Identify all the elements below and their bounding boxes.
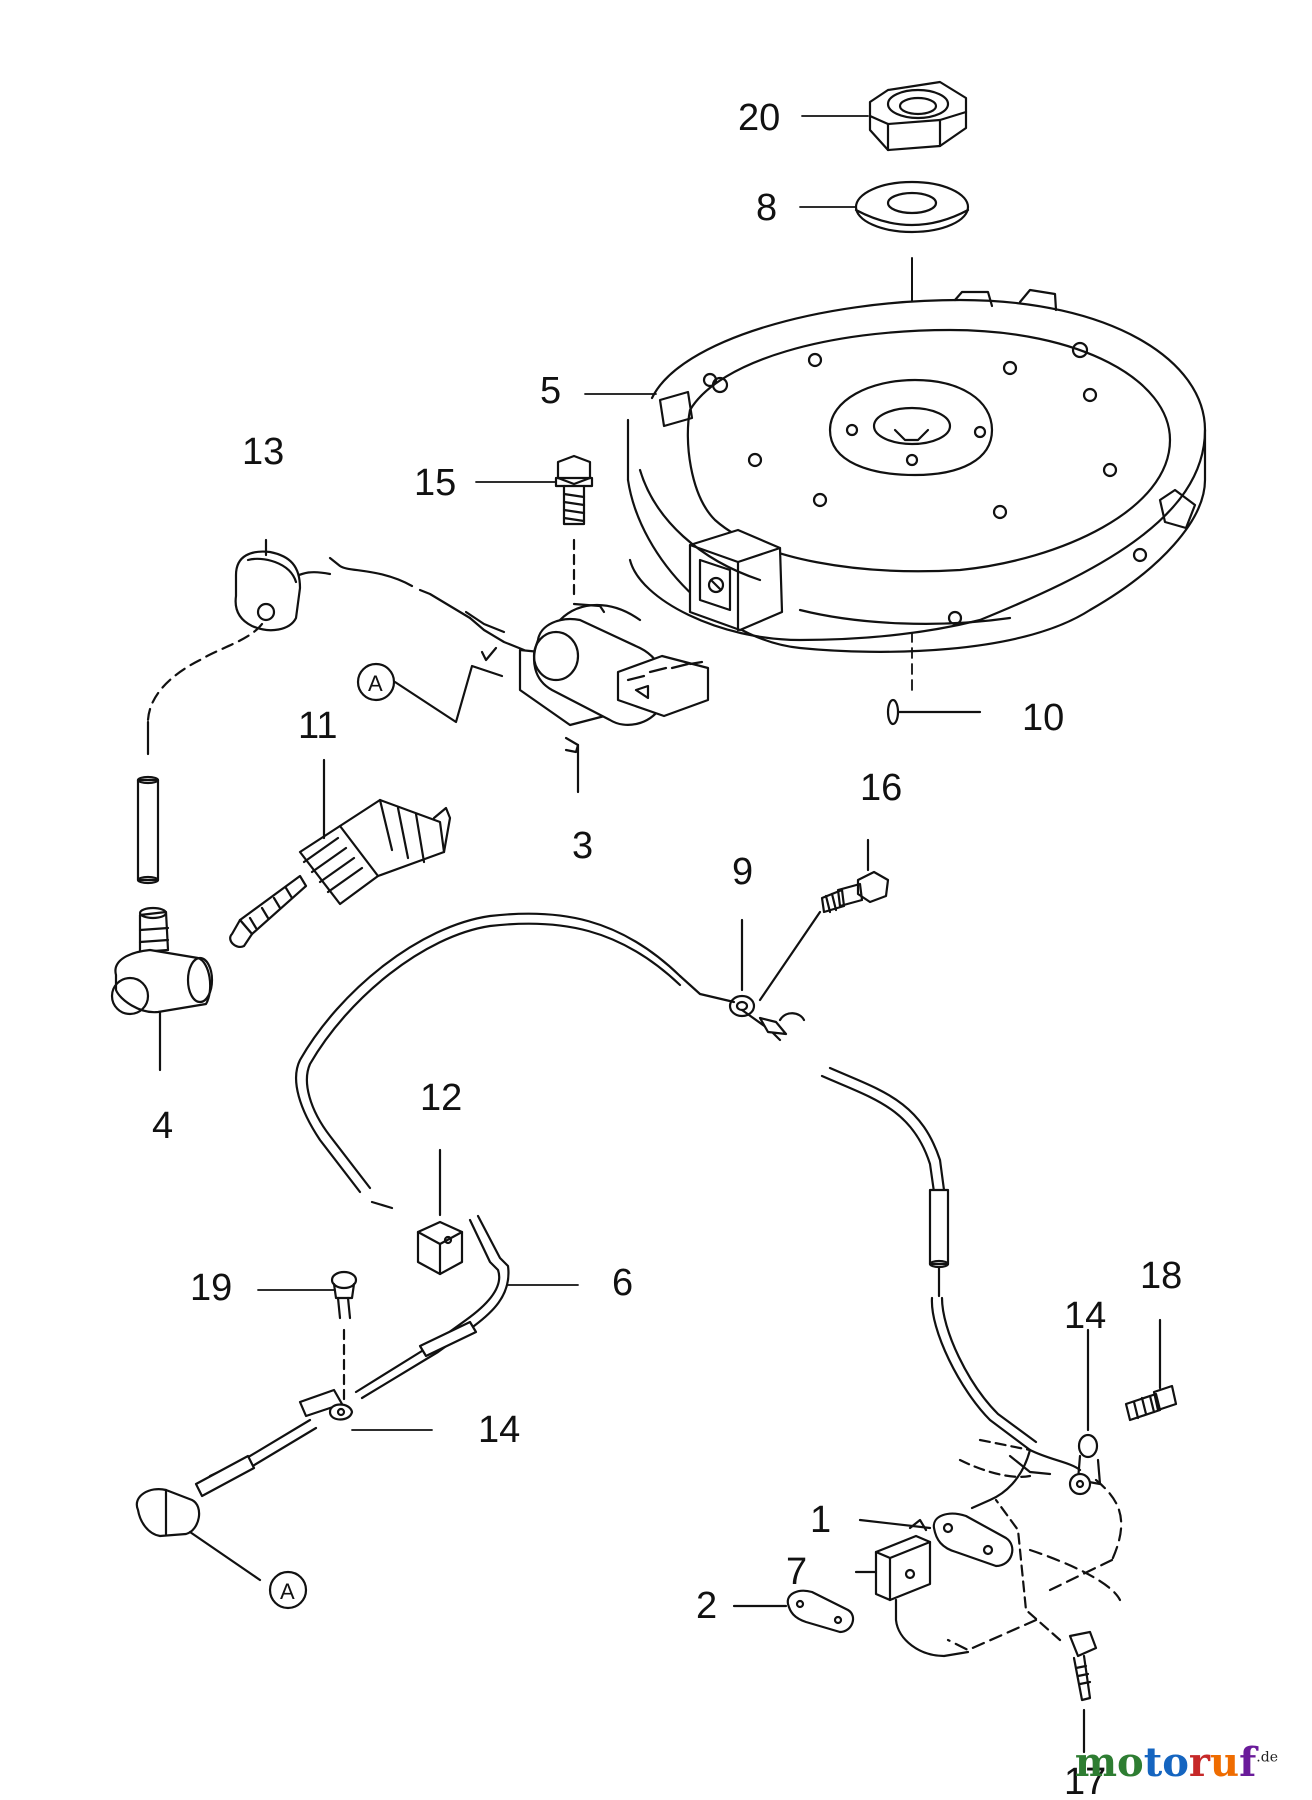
clip-part-12 <box>416 1148 464 1276</box>
connector-a-top <box>356 662 504 724</box>
label-part-13: 13 <box>242 431 284 473</box>
label-part-17: 17 <box>1064 1761 1106 1800</box>
watermark-letter: t <box>1143 1739 1163 1786</box>
part-labels: 20 8 5 13 15 11 10 16 3 9 4 12 19 6 18 1… <box>152 97 1182 1800</box>
watermark-letter: o <box>1162 1739 1189 1786</box>
label-part-2: 2 <box>696 1585 717 1627</box>
flywheel-part-5 <box>626 288 1207 653</box>
screw-part-17 <box>994 1498 1098 1754</box>
label-part-14-right: 14 <box>1064 1295 1106 1337</box>
plate-part-2 <box>732 1589 855 1634</box>
screw-part-18 <box>1124 1318 1178 1422</box>
watermark-letter: m <box>1074 1739 1118 1786</box>
washer-part-9 <box>728 918 756 1018</box>
watermark-letter: f <box>1239 1739 1257 1786</box>
connector-a-bottom-label: A <box>280 1579 295 1604</box>
wire-harness-part-6 <box>135 912 950 1582</box>
label-part-12: 12 <box>420 1077 462 1119</box>
label-part-3: 3 <box>572 825 593 867</box>
screw-part-16 <box>758 838 890 1002</box>
watermark-suffix: .de <box>1256 1749 1278 1766</box>
watermark-letter: o <box>1117 1739 1144 1786</box>
label-part-6: 6 <box>612 1262 633 1304</box>
label-part-8: 8 <box>756 187 777 229</box>
label-part-7: 7 <box>786 1551 807 1593</box>
label-part-14-left: 14 <box>478 1409 520 1451</box>
label-part-10: 10 <box>1022 697 1064 739</box>
nut-part-20 <box>868 80 968 152</box>
label-part-5: 5 <box>540 370 561 412</box>
label-part-18: 18 <box>1140 1255 1182 1297</box>
screw-part-19 <box>330 1270 358 1412</box>
plate-part-1 <box>858 1512 1014 1568</box>
washer-part-14-left <box>298 1388 354 1421</box>
label-part-16: 16 <box>860 767 902 809</box>
watermark-logo: motoruf.de <box>1075 1739 1278 1786</box>
ignition-coil-part-3 <box>270 556 710 794</box>
plug-cap-part-13 <box>136 538 302 885</box>
label-part-11: 11 <box>298 705 337 747</box>
label-part-4: 4 <box>152 1105 173 1147</box>
label-part-19: 19 <box>190 1267 232 1309</box>
key-part-10 <box>886 698 982 726</box>
washer-part-8 <box>854 180 970 234</box>
terminal-part-14-right <box>1068 1328 1102 1496</box>
watermark-letter: r <box>1188 1739 1210 1786</box>
bolt-part-15 <box>554 454 594 602</box>
switch-part-7 <box>854 1518 970 1658</box>
spark-plug-part-11 <box>229 758 452 948</box>
watermark-letter: u <box>1209 1739 1240 1786</box>
connector-a-bottom <box>268 1570 308 1610</box>
label-part-20: 20 <box>738 97 780 139</box>
leader-lines <box>257 115 981 1431</box>
label-part-1: 1 <box>810 1499 831 1541</box>
label-part-9: 9 <box>732 851 753 893</box>
label-part-15: 15 <box>414 462 456 504</box>
watermark-text: motoruf <box>1075 1739 1257 1786</box>
terminal-part-4 <box>110 906 214 1072</box>
connector-a-top-label: A <box>368 671 383 696</box>
